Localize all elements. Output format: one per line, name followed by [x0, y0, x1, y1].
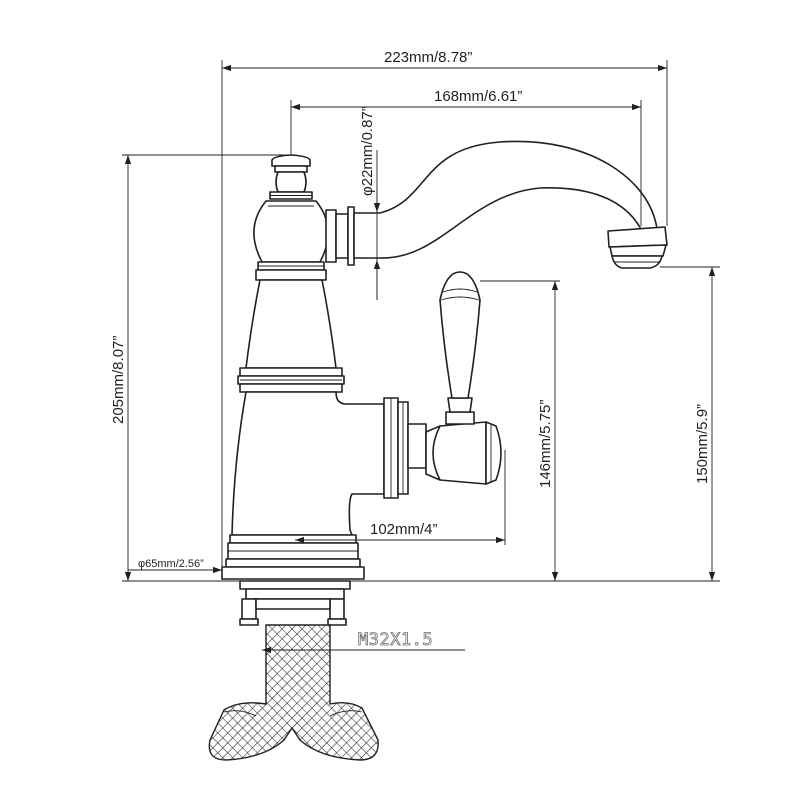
base-diameter-label: φ65mm/2.56” — [138, 558, 204, 570]
handle-reach-label: 102mm/4” — [370, 521, 438, 538]
overall-width-label: 223mm/8.78” — [384, 49, 472, 66]
handle-height-label: 146mm/5.75” — [537, 400, 554, 488]
threaded-shank — [208, 624, 379, 761]
faucet-body — [221, 154, 385, 626]
spout-diameter-label: φ22mm/0.87” — [359, 106, 376, 196]
thread-spec-label: M32X1.5 — [358, 630, 433, 650]
extension-lines — [122, 60, 720, 582]
spout-reach-label: 168mm/6.61” — [434, 88, 522, 105]
handle — [383, 271, 502, 499]
spout — [325, 140, 668, 269]
total-height-label: 205mm/8.07” — [110, 336, 127, 424]
spout-height-label: 150mm/5.9” — [694, 404, 711, 484]
